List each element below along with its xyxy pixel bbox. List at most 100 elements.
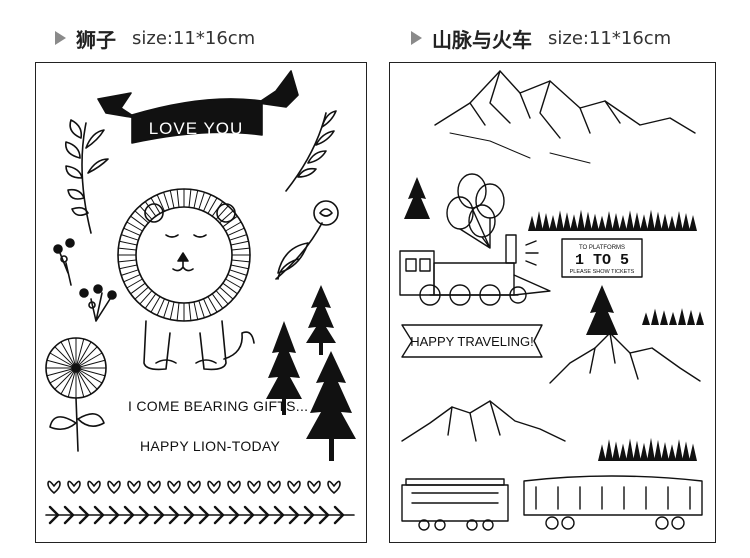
- leaf-border: [45, 505, 355, 525]
- forest-row: [642, 308, 704, 325]
- sign-bottom-text: PLEASE SHOW TICKETS: [570, 269, 635, 275]
- pine-tree-icon: [626, 210, 634, 231]
- leaf-branch-icon: [64, 119, 109, 234]
- pine-tree-icon: [675, 210, 683, 231]
- pine-tree-icon: [542, 212, 550, 231]
- pine-tree-icon: [668, 215, 676, 231]
- heart-icon: [67, 480, 81, 494]
- pine-tree-icon: [654, 439, 662, 461]
- pine-tree-icon: [654, 211, 662, 231]
- heart-icon: [247, 480, 261, 494]
- banner-text: LOVE YOU: [149, 119, 244, 138]
- mountain-icon: [549, 332, 701, 384]
- caption-happy-lion: HAPPY LION-TODAY: [140, 438, 281, 454]
- heart-icon: [287, 480, 301, 494]
- love-you-banner: [97, 70, 299, 144]
- pine-tree-icon: [696, 311, 704, 325]
- pine-tree-icon: [404, 177, 618, 335]
- balloon-icon: [446, 173, 505, 249]
- pine-tree-icon: [640, 442, 648, 461]
- pine-tree-icon: [682, 212, 690, 231]
- pine-tree-icon: [689, 214, 697, 231]
- leaf-branch-icon: [285, 110, 337, 192]
- left-size: size:11*16cm: [132, 27, 256, 49]
- pine-tree-icon: [668, 444, 676, 461]
- heart-icon: [47, 480, 61, 494]
- heart-icon: [127, 480, 141, 494]
- pine-tree-icon: [647, 209, 655, 231]
- pine-tree-icon: [266, 285, 356, 461]
- pine-tree-icon: [598, 215, 606, 231]
- caption-gifts: I COME BEARING GIFTS...: [128, 398, 309, 414]
- mountain-icon: [401, 400, 566, 442]
- lion-sheet-art: LOVE YOU: [45, 70, 356, 525]
- flower-icon: [45, 337, 107, 452]
- pine-tree-icon: [642, 312, 650, 325]
- pine-tree-icon: [661, 442, 669, 461]
- sign-top-text: TO PLATFORMS: [579, 245, 625, 251]
- pine-tree-icon: [563, 212, 571, 231]
- right-title: 山脉与火车: [432, 27, 532, 52]
- left-heading: 狮子 size:11*16cm: [55, 24, 255, 52]
- pine-tree-icon: [660, 310, 668, 325]
- heart-icon: [207, 480, 221, 494]
- pine-tree-icon: [577, 209, 585, 231]
- heart-row: [47, 480, 341, 494]
- pine-tree-icon: [675, 439, 683, 461]
- pine-tree-icon: [612, 212, 620, 231]
- sign-main-text: 1 TO 5: [575, 252, 629, 269]
- pine-tree-icon: [598, 444, 606, 461]
- pine-tree-icon: [605, 439, 613, 461]
- heart-icon: [267, 480, 281, 494]
- pine-tree-icon: [669, 311, 677, 325]
- berry-branch-icon: [53, 238, 117, 322]
- forest-row: [598, 437, 697, 461]
- left-title: 狮子: [76, 27, 116, 52]
- heart-icon: [147, 480, 161, 494]
- heart-icon: [167, 480, 181, 494]
- heart-icon: [307, 480, 321, 494]
- pine-tree-icon: [678, 308, 686, 325]
- pine-tree-icon: [619, 443, 627, 461]
- forest-row: [528, 209, 697, 231]
- heart-icon: [187, 480, 201, 494]
- heart-icon: [227, 480, 241, 494]
- pine-tree-icon: [605, 210, 613, 231]
- lion-icon: [117, 188, 255, 371]
- pine-tree-icon: [640, 214, 648, 231]
- pine-tree-icon: [661, 213, 669, 231]
- pine-tree-icon: [651, 308, 659, 325]
- train-sheet-art: TO PLATFORMS 1 TO 5 PLEASE SHOW TICKETS …: [399, 70, 704, 531]
- locomotive-icon: [399, 234, 551, 306]
- right-heading: 山脉与火车 size:11*16cm: [411, 24, 671, 52]
- platform-sign: [561, 238, 643, 278]
- heart-icon: [107, 480, 121, 494]
- triangle-marker-icon: [55, 31, 66, 45]
- pine-tree-icon: [528, 215, 536, 231]
- train-stamp-sheet: TO PLATFORMS 1 TO 5 PLEASE SHOW TICKETS …: [389, 62, 716, 543]
- pine-tree-icon: [626, 438, 634, 461]
- pine-tree-icon: [689, 443, 697, 461]
- pine-tree-icon: [535, 210, 543, 231]
- rose-icon: [275, 200, 339, 280]
- happy-traveling-banner: [401, 324, 543, 358]
- heart-icon: [87, 480, 101, 494]
- heart-icon: [327, 480, 341, 494]
- lion-stamp-sheet: LOVE YOU I COME BEARING GIFTS... HAPPY L…: [35, 62, 367, 543]
- right-size: size:11*16cm: [548, 27, 672, 49]
- pine-tree-icon: [633, 212, 641, 231]
- pine-tree-icon: [591, 213, 599, 231]
- train-car-icon: [523, 475, 703, 530]
- mountain-icon: [434, 70, 696, 164]
- pine-tree-icon: [584, 211, 592, 231]
- pine-tree-icon: [549, 214, 557, 231]
- pine-tree-icon: [556, 210, 564, 231]
- pine-tree-icon: [570, 214, 578, 231]
- pine-tree-icon: [682, 441, 690, 461]
- pine-tree-icon: [612, 441, 620, 461]
- pine-tree-icon: [687, 309, 695, 325]
- pine-tree-icon: [647, 437, 655, 461]
- banner-text: HAPPY TRAVELING!: [410, 334, 534, 349]
- pine-tree-icon: [619, 214, 627, 231]
- triangle-marker-icon: [411, 31, 422, 45]
